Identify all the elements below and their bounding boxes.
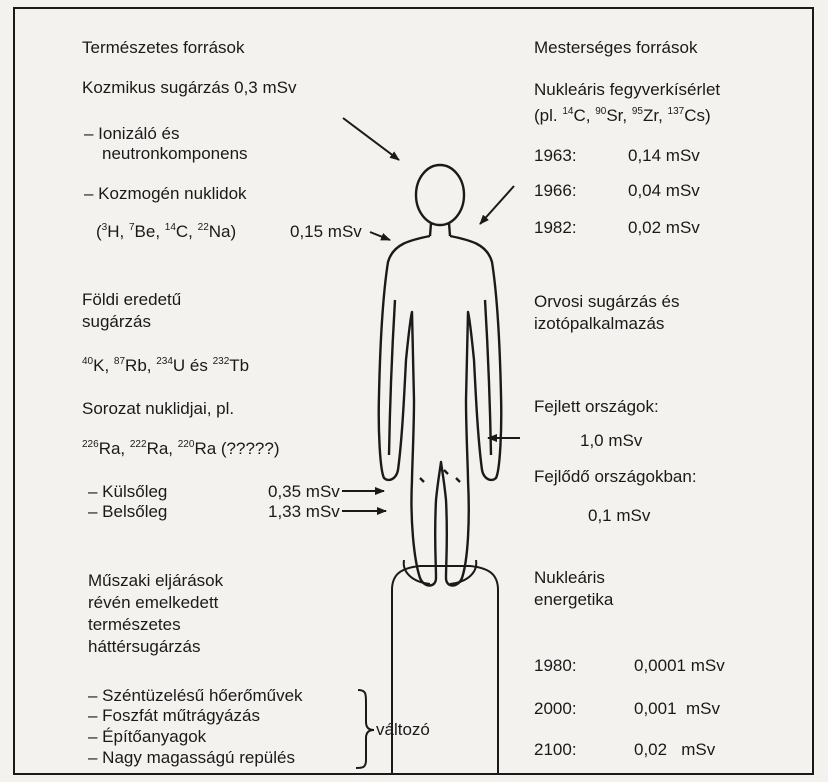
- tech-item: – Építőanyagok: [88, 727, 206, 747]
- cosmogenic-nuclides: (3H, 7Be, 14C, 22Na): [96, 222, 236, 242]
- weapons-nuclide-mass-number: 95: [632, 106, 643, 117]
- terrestrial-nuclide-symbol: U és: [173, 356, 213, 375]
- terrestrial-nuclide-mass-number: 40: [82, 356, 93, 367]
- weapons-nuclide-symbol: Sr,: [606, 106, 632, 125]
- developing-label: Fejlődő országokban:: [534, 467, 697, 487]
- technical-label-line1: Műszaki eljárások: [88, 571, 223, 591]
- tech-item: – Foszfát műtrágyázás: [88, 706, 260, 726]
- cosmogenic-label: – Kozmogén nuklidok: [84, 184, 247, 204]
- developed-label: Fejlett országok:: [534, 397, 659, 417]
- medical-label-line2: izotópalkalmazás: [534, 314, 664, 334]
- terrestrial-label-line2: sugárzás: [82, 312, 151, 332]
- technical-label-line4: háttérsugárzás: [88, 637, 200, 657]
- series-label: Sorozat nuklidjai, pl.: [82, 399, 234, 419]
- tech-item: – Nagy magasságú repülés: [88, 748, 295, 768]
- cosmogenic-nuclide-symbol: Na): [209, 222, 236, 241]
- cosmogenic-nuclide-mass-number: 22: [198, 222, 209, 233]
- weapons-value: 0,02 mSv: [628, 218, 700, 238]
- energy-value: 0,02 mSv: [634, 740, 715, 760]
- terrestrial-nuclide-symbol: Rb,: [125, 356, 156, 375]
- developing-value: 0,1 mSv: [588, 506, 650, 526]
- weapons-value: 0,14 mSv: [628, 146, 700, 166]
- series-nuclide-mass-number: 222: [130, 439, 147, 450]
- external-label: – Külsőleg: [88, 482, 167, 502]
- arrow-cosmogenic: [370, 232, 390, 240]
- cosmogenic-nuclide-symbol: Be,: [135, 222, 165, 241]
- energy-value: 0,0001 mSv: [634, 656, 725, 676]
- energy-year: 1980:: [534, 656, 577, 676]
- energy-label-line2: energetika: [534, 590, 613, 610]
- weapons-value: 0,04 mSv: [628, 181, 700, 201]
- terrestrial-nuclide-mass-number: 232: [213, 356, 230, 367]
- series-nuclide-mass-number: 220: [178, 439, 195, 450]
- human-body-outline: [379, 165, 502, 586]
- ionizing-label-line1: – Ionizáló és: [84, 124, 179, 144]
- series-nuclide-symbol: Ra,: [99, 439, 130, 458]
- weapons-nuclide-mass-number: 90: [595, 106, 606, 117]
- weapons-year: 1966:: [534, 181, 577, 201]
- cosmogenic-value: 0,15 mSv: [290, 222, 362, 242]
- cosmogenic-nuclide-mass-number: 14: [165, 222, 176, 233]
- series-nuclides: 226Ra, 222Ra, 220Ra (?????): [82, 439, 280, 459]
- weapons-nuclide-mass-number: 14: [562, 106, 573, 117]
- terrestrial-nuclides: 40K, 87Rb, 234U és 232Tb: [82, 356, 249, 376]
- internal-value: 1,33 mSv: [268, 502, 340, 522]
- weapons-year: 1982:: [534, 218, 577, 238]
- variable-label: változó: [376, 720, 430, 740]
- internal-label: – Belsőleg: [88, 502, 167, 522]
- energy-value: 0,001 mSv: [634, 699, 720, 719]
- external-value: 0,35 mSv: [268, 482, 340, 502]
- weapons-nuclide-symbol: Zr,: [643, 106, 668, 125]
- terrestrial-nuclide-symbol: K,: [93, 356, 114, 375]
- technical-label-line2: révén emelkedett: [88, 593, 218, 613]
- ionizing-label-line2: neutronkomponens: [102, 144, 248, 164]
- terrestrial-nuclide-symbol: Tb: [229, 356, 249, 375]
- weapons-nuclide-symbol: C,: [573, 106, 595, 125]
- natural-sources-title: Természetes források: [82, 38, 245, 58]
- brace: [356, 690, 374, 768]
- series-nuclide-symbol: Ra (?????): [194, 439, 279, 458]
- weapons-year: 1963:: [534, 146, 577, 166]
- pedestal: [392, 566, 498, 775]
- energy-year: 2100:: [534, 740, 577, 760]
- cosmogenic-nuclide-symbol: H,: [107, 222, 129, 241]
- technical-label-line3: természetes: [88, 615, 181, 635]
- weapons-nuclide-mass-number: 137: [668, 106, 685, 117]
- cosmogenic-nuclide-symbol: C,: [176, 222, 198, 241]
- energy-year: 2000:: [534, 699, 577, 719]
- series-nuclide-symbol: Ra,: [147, 439, 178, 458]
- artificial-sources-title: Mesterséges források: [534, 38, 697, 58]
- cosmic-radiation-label: Kozmikus sugárzás 0,3 mSv: [82, 78, 296, 98]
- tech-item: – Széntüzelésű hőerőművek: [88, 686, 303, 706]
- weapons-nuclide-symbol: Cs): [684, 106, 710, 125]
- medical-label-line1: Orvosi sugárzás és: [534, 292, 680, 312]
- energy-label-line1: Nukleáris: [534, 568, 605, 588]
- arrow-weapons: [480, 186, 514, 224]
- weapons-label: Nukleáris fegyverkísérlet: [534, 80, 720, 100]
- terrestrial-label-line1: Földi eredetű: [82, 290, 181, 310]
- arrow-cosmic: [343, 118, 399, 160]
- weapons-nuclides: (pl. 14C, 90Sr, 95Zr, 137Cs): [534, 106, 711, 126]
- series-nuclide-mass-number: 226: [82, 439, 99, 450]
- terrestrial-nuclide-mass-number: 234: [156, 356, 173, 367]
- developed-value: 1,0 mSv: [580, 431, 642, 451]
- terrestrial-nuclide-mass-number: 87: [114, 356, 125, 367]
